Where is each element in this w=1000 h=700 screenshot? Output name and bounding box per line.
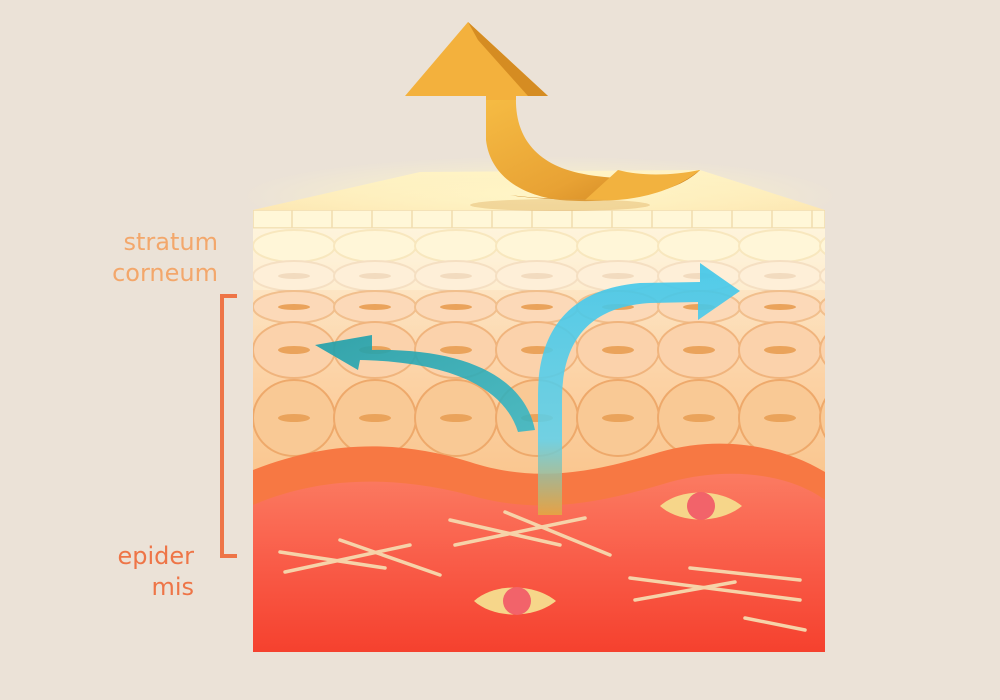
right-diffusion-arrow — [538, 263, 740, 515]
stratum-corneum-label-line2: corneum — [112, 259, 218, 287]
skin-cell — [819, 267, 825, 285]
cell-nucleus — [278, 304, 310, 310]
cell-nucleus — [521, 273, 553, 279]
cell-nucleus — [845, 273, 877, 279]
stratum-corneum-label: stratum corneum — [60, 227, 218, 289]
vessel-cell-1 — [660, 492, 742, 520]
inner-arrows-icon — [315, 263, 740, 515]
cell-nucleus — [845, 414, 877, 422]
epidermis-label-line2: mis — [151, 573, 194, 601]
stratum-haze — [253, 228, 825, 290]
epidermis-label: epider mis — [60, 541, 194, 603]
cell-nucleus — [440, 346, 472, 354]
cell-nucleus — [764, 273, 796, 279]
cell-nucleus — [359, 414, 391, 422]
left-diffusion-arrow — [315, 335, 535, 432]
cell-nucleus — [602, 273, 634, 279]
epidermis-label-line1: epider — [117, 542, 194, 570]
cell-nucleus — [440, 273, 472, 279]
cell-nucleus — [845, 304, 877, 310]
cell-nucleus — [278, 273, 310, 279]
skin-cell — [819, 237, 825, 255]
skin-cell — [819, 397, 825, 439]
cell-nucleus — [764, 346, 796, 354]
curved-up-arrow-icon — [405, 22, 700, 211]
vessel-cell-2 — [474, 587, 556, 615]
skin-cell — [819, 298, 825, 316]
cell-nucleus — [278, 346, 310, 354]
dermis — [253, 473, 825, 652]
cell-nucleus — [359, 304, 391, 310]
cell-nucleus — [764, 304, 796, 310]
cell-nucleus — [602, 414, 634, 422]
cell-nucleus — [845, 346, 877, 354]
cell-nucleus — [521, 304, 553, 310]
cell-nucleus — [764, 414, 796, 422]
stratum-corneum-label-line1: stratum — [123, 228, 219, 256]
epidermis-bracket — [220, 294, 237, 558]
cell-nucleus — [683, 414, 715, 422]
skin-cell — [819, 335, 825, 365]
stratum-corneum-bricks — [253, 210, 825, 229]
cell-nucleus — [278, 414, 310, 422]
cell-nucleus — [359, 273, 391, 279]
collagen-fibers — [278, 510, 807, 632]
cell-nucleus — [440, 304, 472, 310]
cell-nucleus — [602, 346, 634, 354]
cell-nucleus — [683, 346, 715, 354]
cell-nucleus — [440, 414, 472, 422]
